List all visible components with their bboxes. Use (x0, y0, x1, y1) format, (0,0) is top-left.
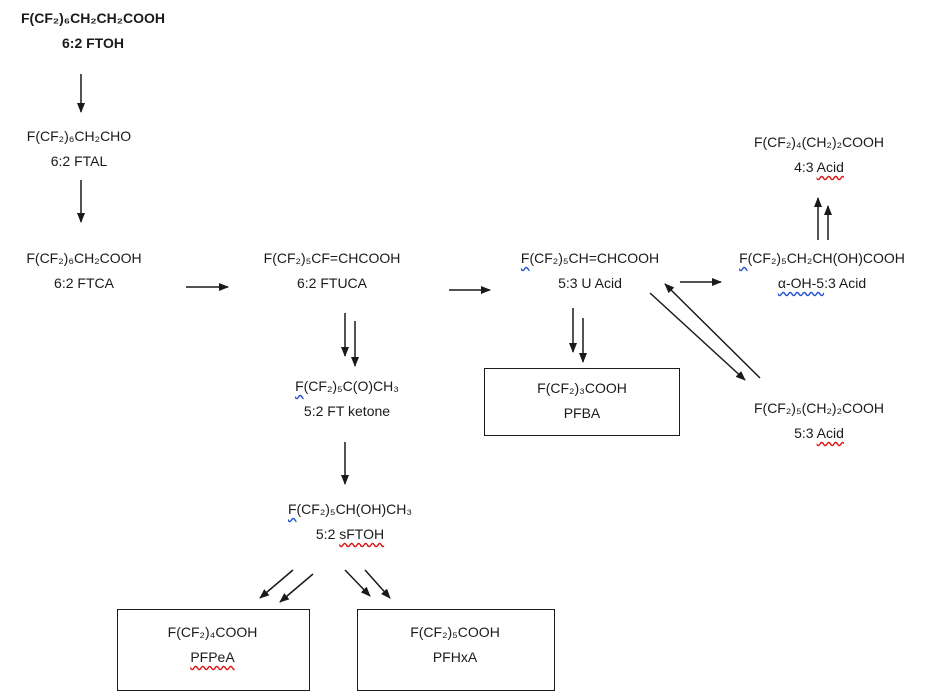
pfba-box (484, 368, 680, 436)
formula-rest: (CF₂)₅CH=CHCOOH (529, 250, 660, 266)
compound-name: 5:2 FT ketone (303, 403, 391, 419)
formula-lead: F (287, 501, 297, 517)
arrow-sftoh-to-pfhxa-b (364, 569, 391, 599)
name-marked: Acid (816, 425, 844, 441)
arrow-sftoh-to-pfhxa-a (344, 569, 371, 597)
compound-name: 6:2 FTCA (54, 275, 114, 291)
compound-name: 6:2 FTAL (50, 153, 108, 169)
arrow-acid53-to-uacid (664, 283, 761, 379)
formula-rest: (CF₂)₅CH₂CH(OH)COOH (747, 250, 905, 266)
formula: F(CF₂)₅C(O)CH₃ (262, 374, 432, 399)
arrow-sftoh-to-pfpea-a (259, 569, 294, 599)
name-marked: Acid (816, 159, 844, 175)
formula: F(CF₂)₃COOH (537, 380, 627, 396)
compound-name: 5:3 Acid (726, 421, 912, 446)
formula: F(CF₂)₄COOH (167, 624, 258, 640)
node-4-3-acid: F(CF₂)₄(CH₂)₂COOH 4:3 Acid (726, 130, 912, 180)
formula: F(CF₂)₅CH(OH)CH₃ (262, 497, 438, 522)
node-6-2-ftuca: F(CF₂)₅CF=CHCOOH 6:2 FTUCA (252, 246, 412, 296)
node-5-2-ft-ketone: F(CF₂)₅C(O)CH₃ 5:2 FT ketone (262, 374, 432, 424)
pathway-arrows (77, 74, 832, 603)
compound-name: 6:2 FTOH (62, 35, 124, 51)
node-pfba: F(CF₂)₃COOH PFBA (484, 376, 680, 426)
compound-name: PFHxA (432, 649, 478, 665)
formula-rest: (CF₂)₅C(O)CH₃ (303, 378, 399, 394)
name-plain: 5:2 (315, 526, 340, 542)
node-5-3-u-acid: F(CF₂)₅CH=CHCOOH 5:3 U Acid (502, 246, 678, 296)
formula: F(CF₂)₆CH₂CHO (26, 128, 132, 144)
name-marked: sFTOH (339, 526, 385, 542)
compound-name: 5:2 sFTOH (262, 522, 438, 547)
formula-lead: F (739, 250, 748, 266)
name-marked: α-OH-5 (777, 275, 825, 291)
formula: F(CF₂)₄(CH₂)₂COOH (753, 134, 885, 150)
node-6-2-ftal: F(CF₂)₆CH₂CHO 6:2 FTAL (4, 124, 154, 174)
compound-name: 5:3 U Acid (558, 275, 622, 291)
formula: F(CF₂)₅(CH₂)₂COOH (753, 400, 885, 416)
node-pfpea: F(CF₂)₄COOH PFPeA (117, 620, 308, 670)
arrow-uacid-to-acid53 (649, 292, 746, 381)
node-pfhxa: F(CF₂)₅COOH PFHxA (357, 620, 553, 670)
formula: F(CF₂)₅CH=CHCOOH (502, 246, 678, 271)
compound-name: 4:3 Acid (726, 155, 912, 180)
formula-rest: (CF₂)₅CH(OH)CH₃ (296, 501, 413, 517)
formula: F(CF₂)₅COOH (410, 624, 500, 640)
formula-lead: F (520, 250, 530, 266)
formula-lead: F (295, 378, 304, 394)
node-alpha-oh-5-3-acid: F(CF₂)₅CH₂CH(OH)COOH α-OH-5:3 Acid (722, 246, 922, 296)
compound-name: 6:2 FTUCA (296, 275, 367, 291)
node-5-3-acid: F(CF₂)₅(CH₂)₂COOH 5:3 Acid (726, 396, 912, 446)
name-rest: :3 Acid (824, 275, 867, 291)
arrow-sftoh-to-pfpea-b (279, 573, 314, 603)
name-plain: 5:3 (794, 425, 817, 441)
formula: F(CF₂)₅CH₂CH(OH)COOH (722, 246, 922, 271)
compound-name: PFPeA (190, 649, 235, 665)
formula: F(CF₂)₆CH₂CH₂COOH (21, 10, 165, 26)
compound-name: PFBA (563, 405, 601, 421)
name-plain: 4:3 (794, 159, 817, 175)
formula: F(CF₂)₅CF=CHCOOH (263, 250, 401, 266)
node-6-2-ftca: F(CF₂)₆CH₂COOH 6:2 FTCA (14, 246, 154, 296)
compound-name: α-OH-5:3 Acid (722, 271, 922, 296)
formula: F(CF₂)₆CH₂COOH (26, 250, 142, 266)
node-6-2-ftoh: F(CF₂)₆CH₂CH₂COOH 6:2 FTOH (8, 6, 178, 56)
node-5-2-sftoh: F(CF₂)₅CH(OH)CH₃ 5:2 sFTOH (262, 497, 438, 547)
